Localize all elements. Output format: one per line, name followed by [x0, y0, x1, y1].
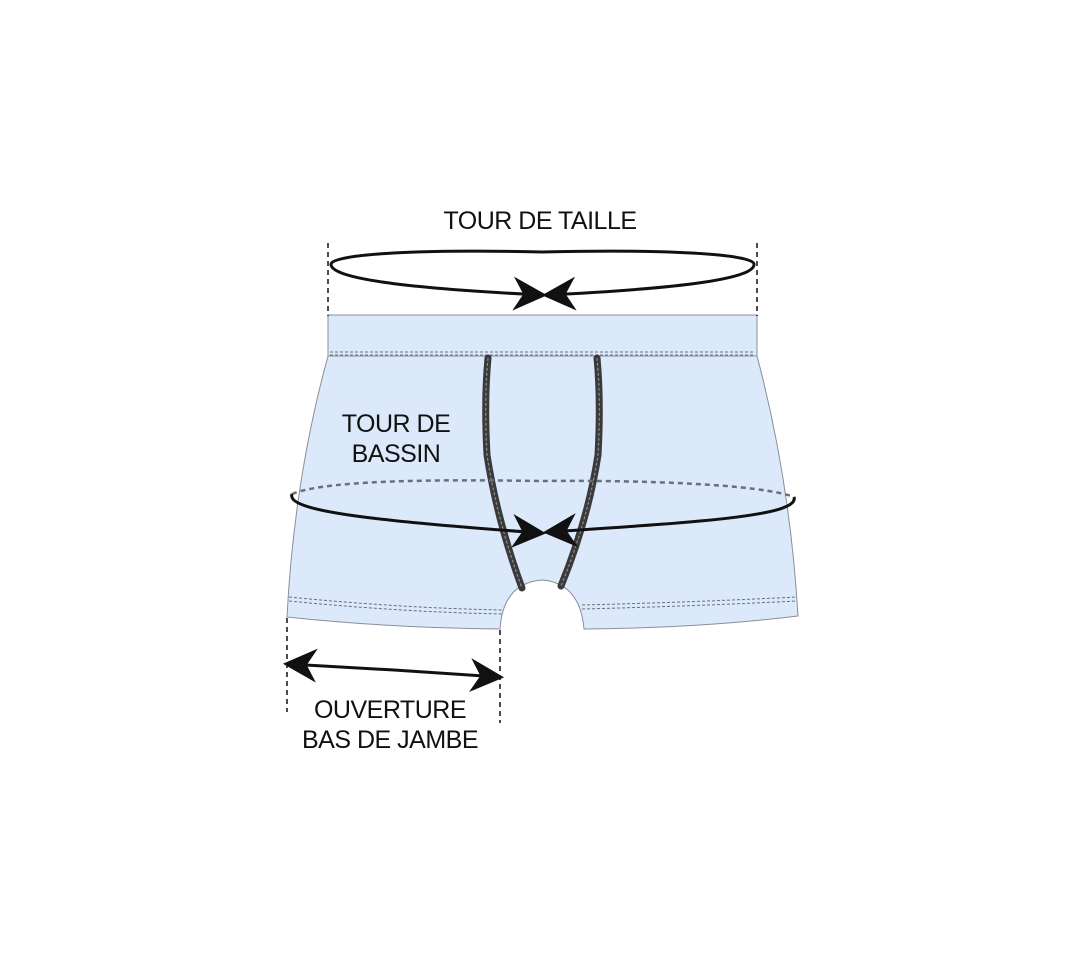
leg-opening-arrow [393, 658, 505, 693]
hip-label-line: TOUR DE [341, 410, 451, 438]
boxer-briefs [286, 314, 799, 630]
hip-measurement [290, 479, 796, 548]
hip-label-line: BASSIN [351, 440, 441, 468]
waist-loop-arrow-left [329, 249, 548, 311]
hip-loop-arrow-left [290, 493, 547, 548]
leg-opening-label-line: BAS DE JAMBE [302, 726, 479, 754]
hem-stitch-right [581, 600, 797, 610]
waist-measurement [327, 243, 758, 316]
leg-opening-arrow [282, 648, 395, 683]
leg-opening-label-line: OUVERTURE [313, 696, 467, 724]
hem-stitch-left [288, 596, 504, 611]
leg-opening-label: OUVERTURE BAS DE JAMBE [270, 695, 510, 755]
front-seam-left [485, 357, 523, 589]
waist-loop-arrow-right [541, 249, 756, 311]
hip-loop-arrow-right [542, 496, 796, 548]
hip-label: TOUR DE BASSIN [316, 409, 476, 469]
waist-label: TOUR DE TAILLE [420, 206, 660, 236]
boxer-body [286, 355, 799, 630]
waistband [327, 314, 758, 357]
waist-label-line: TOUR DE TAILLE [443, 207, 637, 235]
front-seam-right [560, 357, 600, 587]
leg-opening-measurement [282, 618, 505, 723]
hem-stitch-right [581, 596, 797, 606]
hem-stitch-left [288, 600, 504, 615]
